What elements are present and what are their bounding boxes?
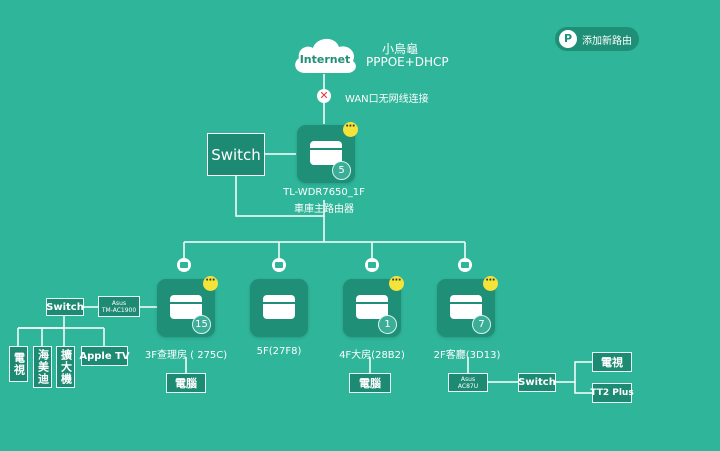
- pc-4f-box: 電腦: [349, 373, 391, 393]
- right-tv-box: 電視: [592, 352, 632, 372]
- device-appletv-box: Apple TV: [79, 346, 130, 366]
- device-himedia-label: 海美迪: [36, 349, 50, 385]
- right-asus-label: Asus AC87U: [457, 375, 479, 390]
- connection-type: PPPOE+DHCP: [366, 55, 449, 69]
- node-3f-label: 3F查理房 ( 275C): [144, 350, 228, 361]
- device-tv-box: 電視: [9, 346, 28, 382]
- left-switch-label: Switch: [46, 301, 84, 313]
- main-switch-box: Switch: [207, 133, 265, 176]
- lan-port-icon: [365, 258, 379, 272]
- client-count-badge: 5: [332, 161, 351, 180]
- pc-4f-label: 電腦: [359, 377, 381, 390]
- error-icon: ✕: [317, 89, 331, 103]
- lan-port-icon: [458, 258, 472, 272]
- add-router-button[interactable]: P 添加新路由: [555, 27, 639, 51]
- router-icon: [263, 295, 295, 319]
- cloud-icon: [295, 38, 356, 73]
- device-tv-label: 電視: [12, 352, 26, 376]
- left-switch-box: Switch: [46, 298, 84, 316]
- wan-status: WAN口无网线连接: [345, 94, 429, 105]
- more-icon[interactable]: ⋯: [483, 276, 498, 291]
- left-asus-box: Asus TM-AC1900: [98, 296, 140, 317]
- tplink-logo-icon: P: [559, 30, 577, 48]
- more-icon[interactable]: ⋯: [343, 122, 358, 137]
- right-switch-box: Switch: [518, 373, 556, 392]
- client-count-badge: 7: [472, 315, 491, 334]
- right-tv-label: 電視: [601, 356, 623, 369]
- device-amplifier-box: 擴大機: [56, 346, 75, 388]
- node-2f-label: 2F客廳(3D13): [433, 350, 501, 361]
- right-tt2-label: TT2 Plus: [590, 388, 634, 398]
- device-himedia-box: 海美迪: [33, 346, 52, 388]
- device-appletv-label: Apple TV: [79, 350, 130, 362]
- device-amplifier-label: 擴大機: [59, 349, 73, 385]
- add-router-label: 添加新路由: [582, 35, 632, 47]
- main-router-model: TL-WDR7650_1F: [283, 187, 365, 198]
- node-5f[interactable]: [250, 279, 308, 337]
- lan-port-icon: [272, 258, 286, 272]
- lan-port-icon: [177, 258, 191, 272]
- main-router-location: 車庫主路由器: [294, 204, 354, 215]
- pc-3f-box: 電腦: [166, 373, 206, 393]
- client-count-badge: 1: [378, 315, 397, 334]
- internet-label: Internet: [299, 53, 351, 66]
- client-count-badge: 15: [192, 315, 211, 334]
- more-icon[interactable]: ⋯: [203, 276, 218, 291]
- internet-cloud: Internet: [291, 33, 359, 75]
- right-switch-label: Switch: [518, 377, 556, 388]
- right-asus-box: Asus AC87U: [448, 373, 488, 392]
- pc-3f-label: 電腦: [175, 377, 197, 390]
- node-5f-label: 5F(27F8): [256, 346, 302, 357]
- right-tt2-box: TT2 Plus: [590, 383, 634, 403]
- isp-name: 小烏龜: [382, 42, 419, 56]
- node-4f-label: 4F大房(28B2): [339, 350, 405, 361]
- left-asus-label: Asus TM-AC1900: [101, 299, 137, 314]
- more-icon[interactable]: ⋯: [389, 276, 404, 291]
- main-switch-label: Switch: [211, 145, 261, 164]
